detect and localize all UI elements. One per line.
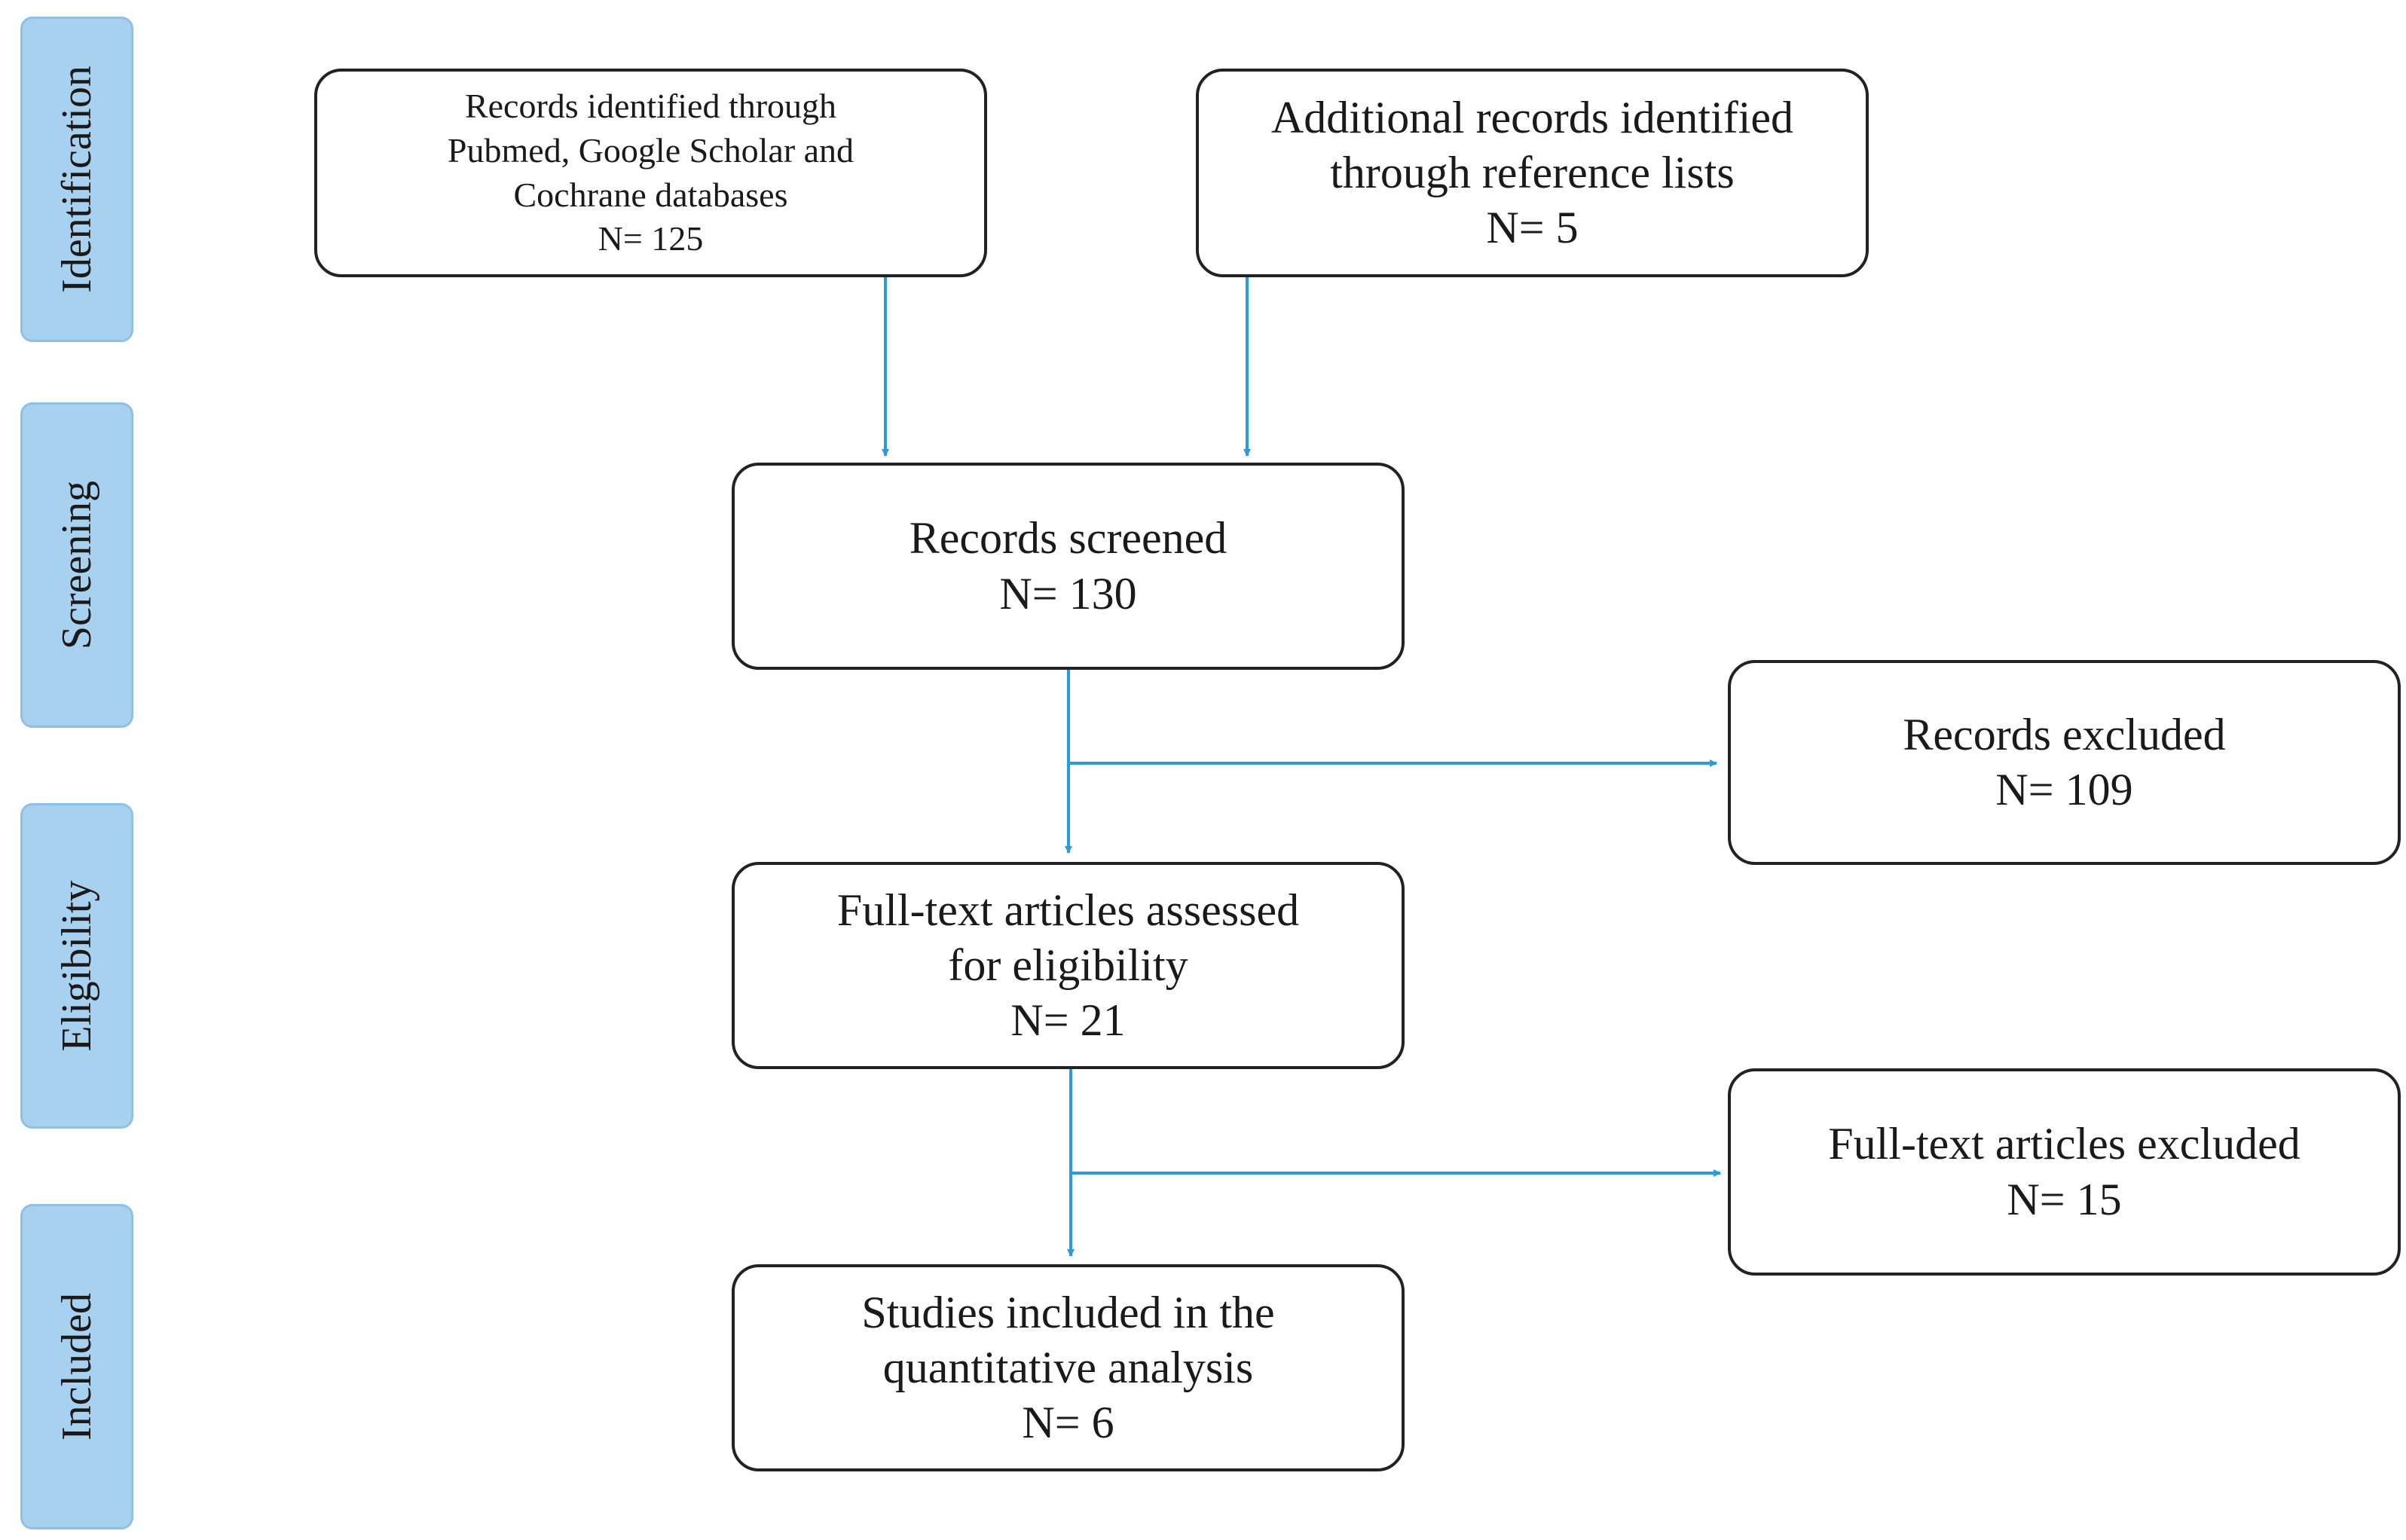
box-additional-records: Additional records identified through re… (1196, 69, 1869, 277)
box-line: Pubmed, Google Scholar and (447, 130, 854, 170)
box-count: N= 125 (598, 219, 704, 258)
box-records-excluded: Records excluded N= 109 (1728, 660, 2401, 865)
stage-identification: Identification (20, 17, 133, 342)
box-line: Studies included in the (861, 1287, 1275, 1337)
box-count: N= 6 (1022, 1398, 1114, 1448)
box-count: N= 109 (1995, 765, 2133, 814)
stage-screening: Screening (20, 402, 133, 728)
box-count: N= 15 (2007, 1174, 2122, 1224)
box-fulltext-excluded: Full-text articles excluded N= 15 (1728, 1068, 2401, 1276)
stage-eligibility: Eligibility (20, 803, 133, 1129)
box-count: N= 130 (999, 568, 1137, 619)
box-fulltext-assessed: Full-text articles assessed for eligibil… (732, 862, 1405, 1069)
box-count: N= 21 (1010, 995, 1126, 1046)
box-line: for eligibility (948, 940, 1188, 990)
box-line: Records identified through (464, 86, 837, 125)
box-line: Cochrane databases (513, 175, 788, 214)
stage-included: Included (20, 1204, 133, 1529)
box-records-screened: Records screened N= 130 (732, 463, 1405, 670)
box-line: Full-text articles assessed (836, 885, 1300, 935)
box-line: Additional records identified (1270, 92, 1794, 142)
box-line: Full-text articles excluded (1828, 1119, 2301, 1169)
box-studies-included: Studies included in the quantitative ana… (732, 1264, 1405, 1471)
box-count: N= 5 (1486, 203, 1579, 253)
box-line: through reference lists (1330, 147, 1735, 197)
box-line: Records screened (909, 513, 1227, 564)
box-line: quantitative analysis (882, 1342, 1254, 1392)
box-line: Records excluded (1903, 709, 2226, 759)
box-database-records: Records identified through Pubmed, Googl… (314, 69, 987, 277)
